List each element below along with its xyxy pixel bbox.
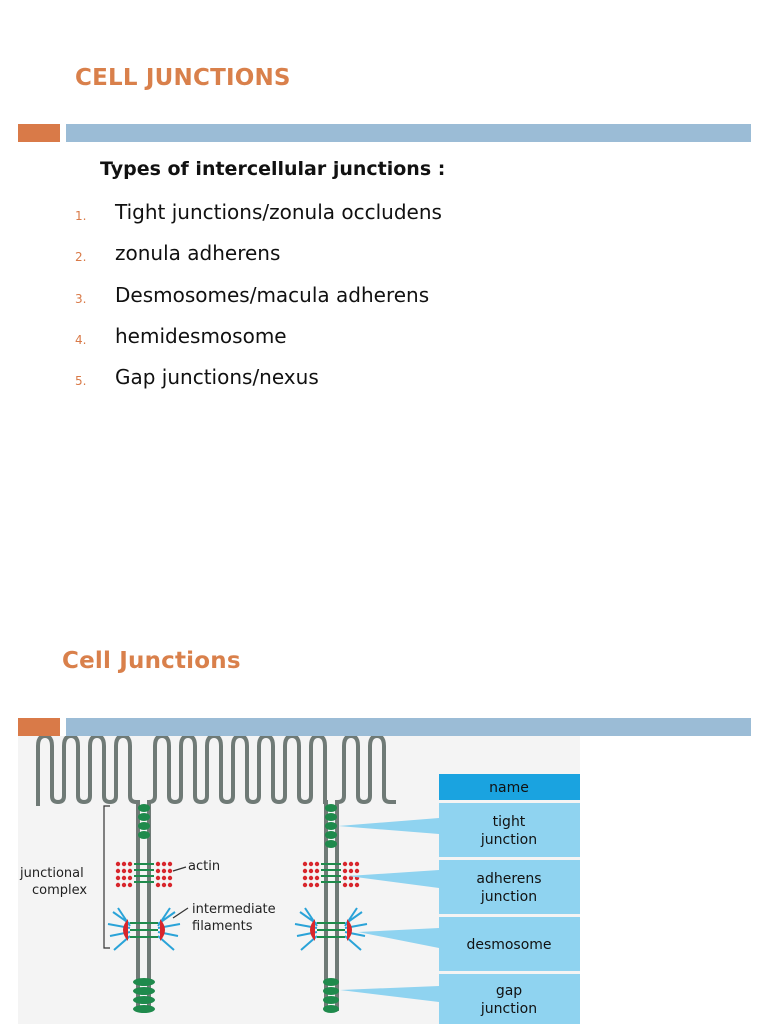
accent-bar-blue — [66, 124, 751, 142]
junctional-complex-bracket — [103, 805, 110, 949]
list-text: Gap junctions/nexus — [115, 365, 319, 390]
actin-dots-right — [302, 861, 360, 888]
callout-pointers — [338, 818, 439, 1002]
box-adherens-line1: adherens — [476, 871, 541, 887]
box-gap-junction — [439, 974, 580, 1024]
slide-title: Cell Junctions — [62, 648, 241, 674]
label-intermediate: intermediate — [192, 902, 276, 917]
box-tight-junction — [439, 803, 580, 857]
list-text: Desmosomes/macula adherens — [115, 282, 430, 307]
adherens-junction-right — [321, 863, 341, 883]
box-tight-line2: junction — [480, 832, 537, 848]
box-desmosome — [439, 917, 580, 971]
gap-junction-left — [133, 978, 155, 1013]
accent-bar-blue — [66, 718, 751, 736]
slide-1: CELL JUNCTIONS Types of intercellular ju… — [18, 65, 751, 390]
tight-junction-left — [138, 804, 150, 839]
table-header: name — [489, 780, 529, 796]
box-adherens-line2: junction — [480, 889, 537, 905]
cell-junction-diagram: junctional complex actin intermediate fi… — [18, 733, 580, 1024]
list-text: Tight junctions/zonula occludens — [115, 200, 442, 224]
list-number: 5. — [75, 374, 87, 389]
actin-dots-left — [115, 861, 173, 888]
list-heading: Types of intercellular junctions : — [100, 158, 446, 180]
accent-bar-orange — [18, 718, 60, 736]
desmosome-right — [294, 907, 368, 951]
box-adherens-junction — [439, 860, 580, 914]
list-number: 1. — [75, 209, 87, 223]
slide-2: Cell Junctions — [0, 592, 768, 1024]
box-tight-line1: tight — [493, 814, 526, 830]
label-filaments: filaments — [192, 919, 253, 934]
tight-junction-right — [325, 804, 337, 848]
actin-pointer — [172, 866, 187, 872]
box-gap-line1: gap — [496, 983, 522, 999]
list-text: hemidesmosome — [115, 323, 287, 348]
microvilli-membrane — [36, 733, 396, 1011]
box-gap-line2: junction — [480, 1001, 537, 1017]
list-number: 3. — [75, 291, 87, 306]
diagram-svg: junctional complex actin intermediate fi… — [19, 733, 580, 1024]
table-header-bg — [439, 774, 580, 800]
intermediate-pointer — [172, 907, 189, 919]
list-text: zonula adherens — [115, 241, 281, 266]
label-complex: complex — [32, 883, 87, 898]
accent-bar-orange — [18, 124, 60, 142]
desmosome-left — [107, 907, 181, 951]
label-actin: actin — [188, 859, 220, 874]
adherens-junction-left — [134, 863, 154, 883]
slide-title: CELL JUNCTIONS — [75, 65, 291, 91]
label-junctional: junctional — [19, 866, 84, 881]
list-number: 4. — [75, 332, 87, 347]
list-number: 2. — [75, 250, 87, 265]
box-desmosome-label: desmosome — [466, 937, 551, 953]
gap-junction-right — [323, 978, 339, 1013]
